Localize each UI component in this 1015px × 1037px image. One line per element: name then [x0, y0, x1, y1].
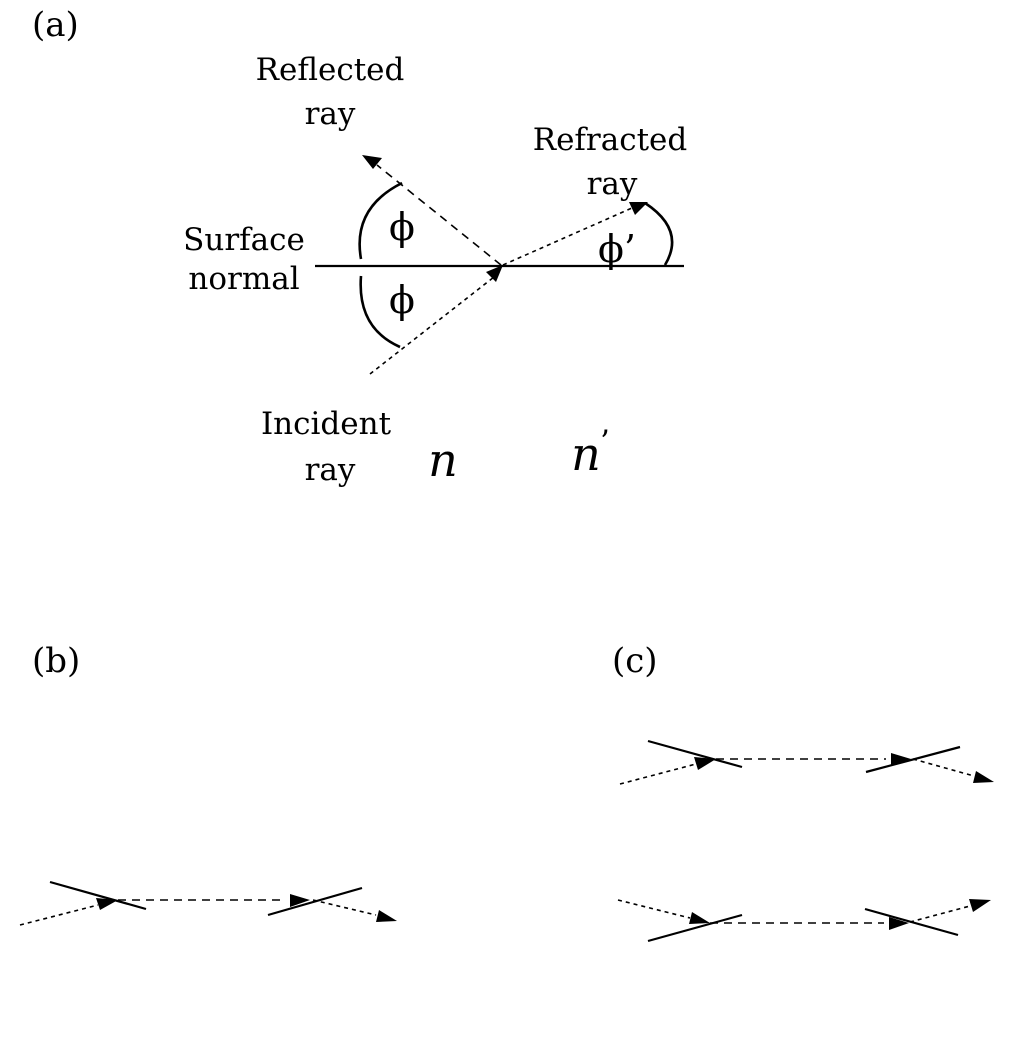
refractive-index-left: n	[428, 433, 458, 487]
upper-input-ray	[619, 763, 697, 785]
refracted-angle-symbol: ϕ’	[598, 227, 636, 271]
reflected-angle-arc	[358, 181, 403, 260]
lower-output-ray	[909, 905, 971, 923]
refracted-angle-arc	[644, 201, 674, 266]
panel-c: (c)	[612, 641, 994, 943]
internal-ray-arrowhead	[290, 894, 310, 907]
lower-input-ray-arrowhead	[689, 912, 710, 924]
incident-ray-label-line1: Incident	[261, 406, 392, 442]
right-interface	[267, 886, 363, 917]
panel-b: (b)	[19, 641, 397, 926]
reflected-angle-symbol: ϕ	[389, 205, 415, 249]
upper-input-ray-arrowhead	[694, 757, 716, 770]
reflected-ray-label-line2: ray	[305, 96, 356, 132]
panel-c-label: (c)	[612, 641, 658, 681]
upper-output-ray-arrowhead	[973, 771, 994, 783]
reflected-ray-arrowhead	[362, 155, 382, 169]
upper-output-ray	[912, 758, 975, 777]
panel-b-label: (b)	[32, 641, 80, 681]
incident-ray	[369, 276, 495, 375]
surface-normal-label-line2: normal	[188, 261, 299, 297]
refracted-ray-label-line2: ray	[587, 166, 638, 202]
surface-normal-label-line1: Surface	[183, 222, 305, 258]
lower-output-ray-arrowhead	[969, 899, 991, 912]
input-ray	[19, 904, 99, 926]
left-interface	[49, 880, 147, 911]
reflected-ray-label-line1: Reflected	[256, 52, 405, 88]
input-ray-arrowhead	[96, 898, 118, 910]
panel-a: (a) Reflected ray Refracted ray Surface …	[32, 5, 687, 488]
lower-input-ray	[617, 899, 691, 919]
output-ray-arrowhead	[376, 910, 397, 922]
refractive-index-right: n	[571, 427, 601, 481]
lower-left-interface	[647, 913, 743, 943]
upper-left-interface	[647, 739, 743, 769]
incident-ray-label-line2: ray	[305, 452, 356, 488]
refractive-index-right-prime: ’	[600, 424, 610, 460]
incident-angle-symbol: ϕ	[389, 278, 415, 322]
lower-configuration	[617, 899, 991, 943]
panel-a-label: (a)	[32, 5, 79, 45]
refracted-ray-label-line1: Refracted	[533, 122, 687, 158]
lower-internal-ray-arrowhead	[889, 917, 909, 930]
incident-ray-arrowhead	[486, 265, 503, 282]
incident-angle-arc	[359, 275, 401, 349]
upper-configuration	[619, 739, 994, 785]
refracted-ray-arrowhead	[629, 202, 648, 215]
upper-internal-ray-arrowhead	[891, 753, 911, 766]
output-ray	[312, 899, 377, 916]
reflected-ray	[376, 164, 502, 266]
